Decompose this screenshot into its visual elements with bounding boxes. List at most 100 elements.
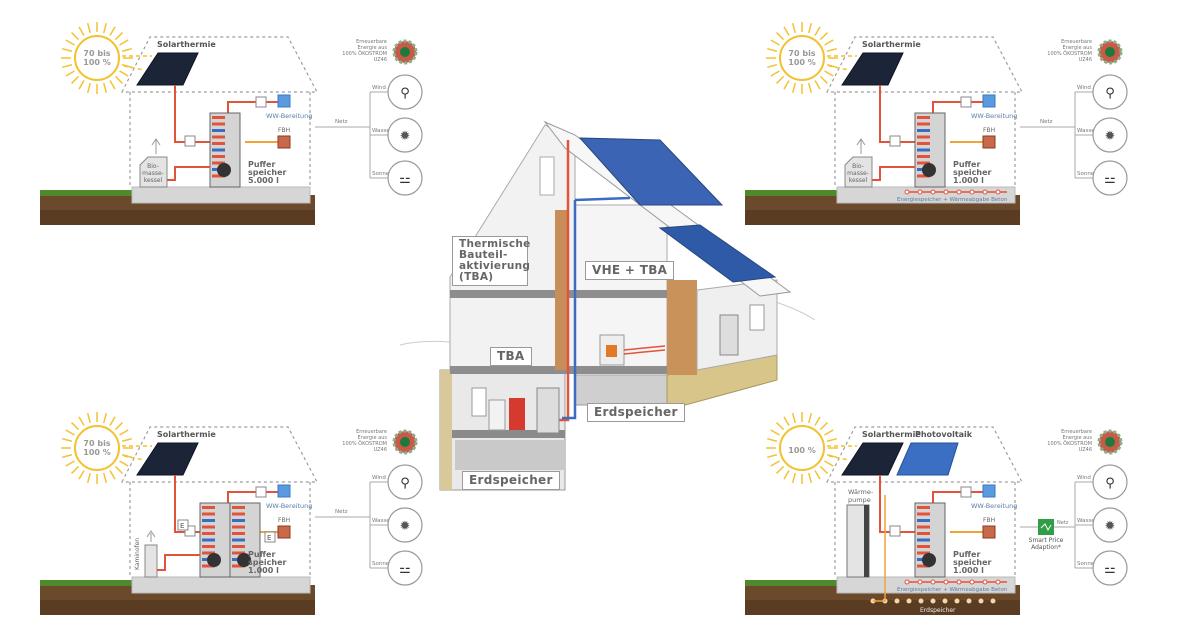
sun-ray	[791, 82, 796, 93]
ww-label: WW-Bereitung	[266, 112, 312, 120]
soil-deep	[40, 210, 315, 225]
sun-ray	[103, 23, 108, 34]
water-wheel-icon	[1092, 117, 1128, 153]
tank-coil	[917, 161, 930, 165]
sun-ray	[119, 429, 129, 436]
sun-ray	[791, 413, 796, 424]
sun-ray	[776, 32, 785, 41]
fbh-label: FBH	[278, 127, 290, 134]
sun-ray	[86, 82, 91, 93]
sun-ray	[109, 80, 116, 90]
e-heater-icon	[264, 531, 276, 543]
sun-ray	[65, 70, 75, 77]
basement-tank	[536, 387, 560, 434]
source-label: Wasser	[1077, 128, 1098, 134]
sun-ray	[103, 82, 108, 93]
tank-coil	[917, 174, 930, 178]
tank-pump-icon	[237, 553, 251, 567]
sun-ray	[62, 47, 73, 52]
tank-coil	[232, 551, 245, 555]
renewable-energy-label: UZ46	[1079, 447, 1092, 453]
label-vhe-tba: VHE + TBA	[585, 261, 675, 280]
netz-label: Netz	[335, 119, 348, 125]
tank-coil	[917, 506, 930, 509]
tank-coil	[917, 122, 930, 126]
renewable-energy-label: 100% ÖKOSTROM	[1047, 50, 1092, 57]
solar-field-icon	[1092, 550, 1128, 586]
heat-exchanger-icon	[184, 135, 196, 147]
floor-heating-icon	[277, 525, 291, 539]
earth-storage-node	[906, 598, 912, 604]
concrete-pipe-node	[904, 189, 910, 195]
heater-label: pumpe	[848, 496, 871, 504]
concrete-pipe-node	[956, 189, 962, 195]
house-outline	[826, 36, 1023, 187]
sun-rays-to-panel	[122, 445, 152, 461]
sun-ray	[814, 80, 821, 90]
slab-label: Energiespeicher + Wärmeabgabe Beton	[897, 197, 1008, 203]
label-erdspeicher-bottom: Erdspeicher	[462, 471, 560, 490]
tank-coil	[212, 155, 225, 158]
storage-label: 1.000 l	[248, 566, 279, 575]
e-heater-icon	[177, 519, 189, 531]
wind-turbine-icon-glyph: ⚲	[400, 86, 410, 101]
sun-ray	[770, 70, 780, 77]
sun-ray	[71, 465, 80, 474]
tank-coil	[917, 142, 930, 145]
storage-label: Puffer	[248, 550, 275, 559]
netz-label: Netz	[335, 509, 348, 515]
wind-turbine-icon	[387, 464, 423, 500]
ground-storage-label: Erdspeicher	[920, 607, 956, 614]
earth-storage-node	[942, 598, 948, 604]
renewable-energy-label: 100% ÖKOSTROM	[1047, 440, 1092, 447]
renewable-energy-label: UZ46	[374, 447, 387, 453]
solar-field-icon	[387, 160, 423, 196]
tank-coil	[232, 532, 245, 535]
heater-label: masse-	[142, 170, 164, 177]
heater-label: Wärme-	[848, 488, 874, 496]
sun-ray	[808, 413, 813, 424]
solar-field-icon	[1092, 160, 1128, 196]
earth-storage-node	[990, 598, 996, 604]
photovoltaic-panel	[896, 442, 959, 476]
collector-label: Solarthermie	[157, 40, 216, 49]
tank-coil	[917, 532, 930, 535]
sun-ray	[819, 75, 828, 84]
collector-pipe	[879, 475, 915, 533]
sun-ray	[78, 80, 85, 90]
extension-unit	[749, 304, 765, 331]
basement-earth-storage	[455, 440, 565, 470]
renewable-energy-label: Erneuerbare	[1061, 429, 1092, 435]
sun-ray	[62, 64, 73, 69]
sun-ray	[776, 75, 785, 84]
netz-label: Netz	[1040, 119, 1053, 125]
earth-storage-node	[930, 598, 936, 604]
tank-coil	[212, 161, 225, 165]
biomass-boiler	[139, 156, 168, 188]
sun-ray	[109, 416, 116, 426]
sun-ray	[767, 47, 778, 52]
earth-storage-node	[978, 598, 984, 604]
collector-pipe	[174, 85, 210, 143]
concrete-pipe-node	[930, 579, 936, 585]
sun-ray	[86, 472, 91, 483]
concrete-pipe-node	[943, 579, 949, 585]
heat-exchanger-icon	[960, 96, 972, 108]
tank-coil	[212, 148, 225, 152]
storage-label: speicher	[953, 558, 992, 567]
fbh-label: FBH	[278, 517, 290, 524]
sun-ray	[65, 39, 75, 46]
sun-ray	[770, 429, 780, 436]
timber-wall	[667, 280, 697, 375]
sun-ray	[119, 70, 129, 77]
pipe-cold	[562, 196, 631, 420]
sun-disc	[74, 35, 120, 81]
sun-ray	[791, 472, 796, 483]
water-wheel-icon-glyph: ✹	[1105, 129, 1116, 144]
source-label: Sonne	[372, 171, 390, 177]
sun-percentage: 100 %	[788, 58, 816, 67]
heater-pipe	[157, 554, 200, 571]
